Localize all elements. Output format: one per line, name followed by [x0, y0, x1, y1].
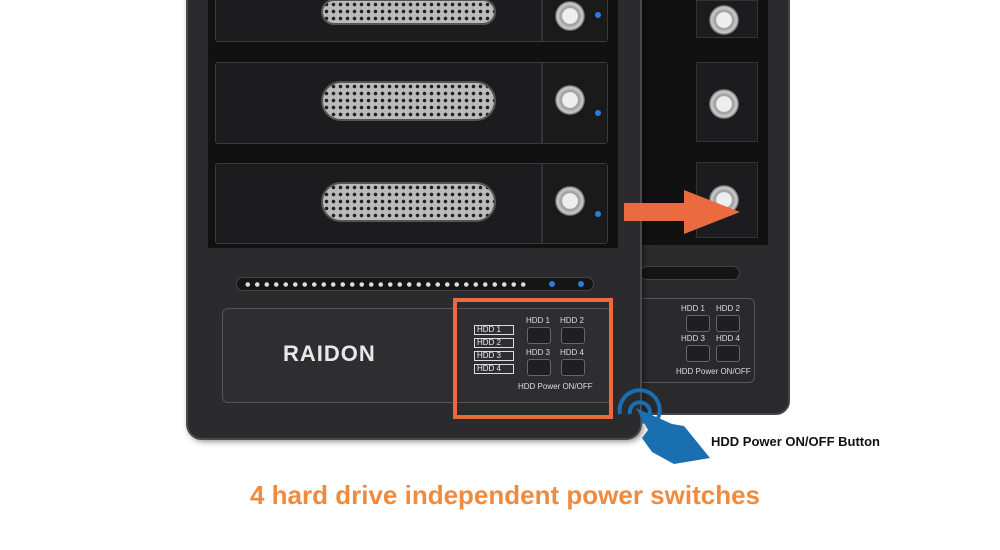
hdd-indicator: HDD 2: [474, 338, 514, 348]
lock-icon: [555, 1, 585, 31]
hdd-indicator: HDD 3: [474, 351, 514, 361]
switch-label: HDD 4: [560, 348, 585, 357]
switch-caption: HDD Power ON/OFF: [518, 382, 593, 391]
lock-icon: [709, 89, 739, 119]
led-icon: [578, 281, 584, 287]
hdd1-power-switch[interactable]: [527, 327, 551, 344]
lock-icon: [709, 5, 739, 35]
drive-tray[interactable]: [215, 62, 608, 144]
rear-switch-label: HDD 4: [716, 334, 741, 343]
switch-label: HDD 2: [560, 316, 585, 325]
rear-switch[interactable]: [716, 315, 740, 332]
switch-label: HDD 3: [526, 348, 551, 357]
tray-grille: [321, 0, 496, 25]
rear-switch-label: HDD 3: [681, 334, 706, 343]
rear-switch[interactable]: [716, 345, 740, 362]
arrow-right-icon: [624, 190, 740, 234]
hdd-indicator: HDD 4: [474, 364, 514, 374]
led-icon: [595, 110, 601, 116]
rear-vent: [640, 266, 740, 280]
led-icon: [549, 281, 555, 287]
led-icon: [595, 211, 601, 217]
rear-switch[interactable]: [686, 315, 710, 332]
highlight-box: [453, 298, 613, 419]
led-icon: [595, 12, 601, 18]
rear-bay: [640, 0, 768, 245]
rear-switch-caption: HDD Power ON/OFF: [676, 367, 751, 376]
switch-label: HDD 1: [526, 316, 551, 325]
lock-icon: [555, 186, 585, 216]
brand-logo: RAIDON: [283, 341, 376, 366]
hdd3-power-switch[interactable]: [527, 359, 551, 376]
drive-tray[interactable]: [215, 163, 608, 244]
hand-tap-icon: [617, 388, 710, 464]
hdd2-power-switch[interactable]: [561, 327, 585, 344]
rear-switch-label: HDD 1: [681, 304, 706, 313]
caption: 4 hard drive independent power switches: [249, 480, 760, 510]
vent-strip: [236, 277, 594, 291]
drive-tray[interactable]: [215, 0, 608, 42]
tray-grille: [321, 81, 496, 121]
lock-icon: [555, 85, 585, 115]
callout-label: HDD Power ON/OFF Button: [711, 434, 880, 449]
tray-grille: [321, 182, 496, 222]
rear-panel: HDD 1 HDD 2 HDD 3 HDD 4 HDD Power ON/OFF: [625, 298, 755, 383]
power-switch-group: HDD 1 HDD 2 HDD 3 HDD 4 HDD 1 HDD 2 HDD …: [474, 313, 604, 393]
rear-switch-label: HDD 2: [716, 304, 741, 313]
front-panel: [222, 308, 612, 403]
hdd-indicator: HDD 1: [474, 325, 514, 335]
rear-switch[interactable]: [686, 345, 710, 362]
hdd4-power-switch[interactable]: [561, 359, 585, 376]
